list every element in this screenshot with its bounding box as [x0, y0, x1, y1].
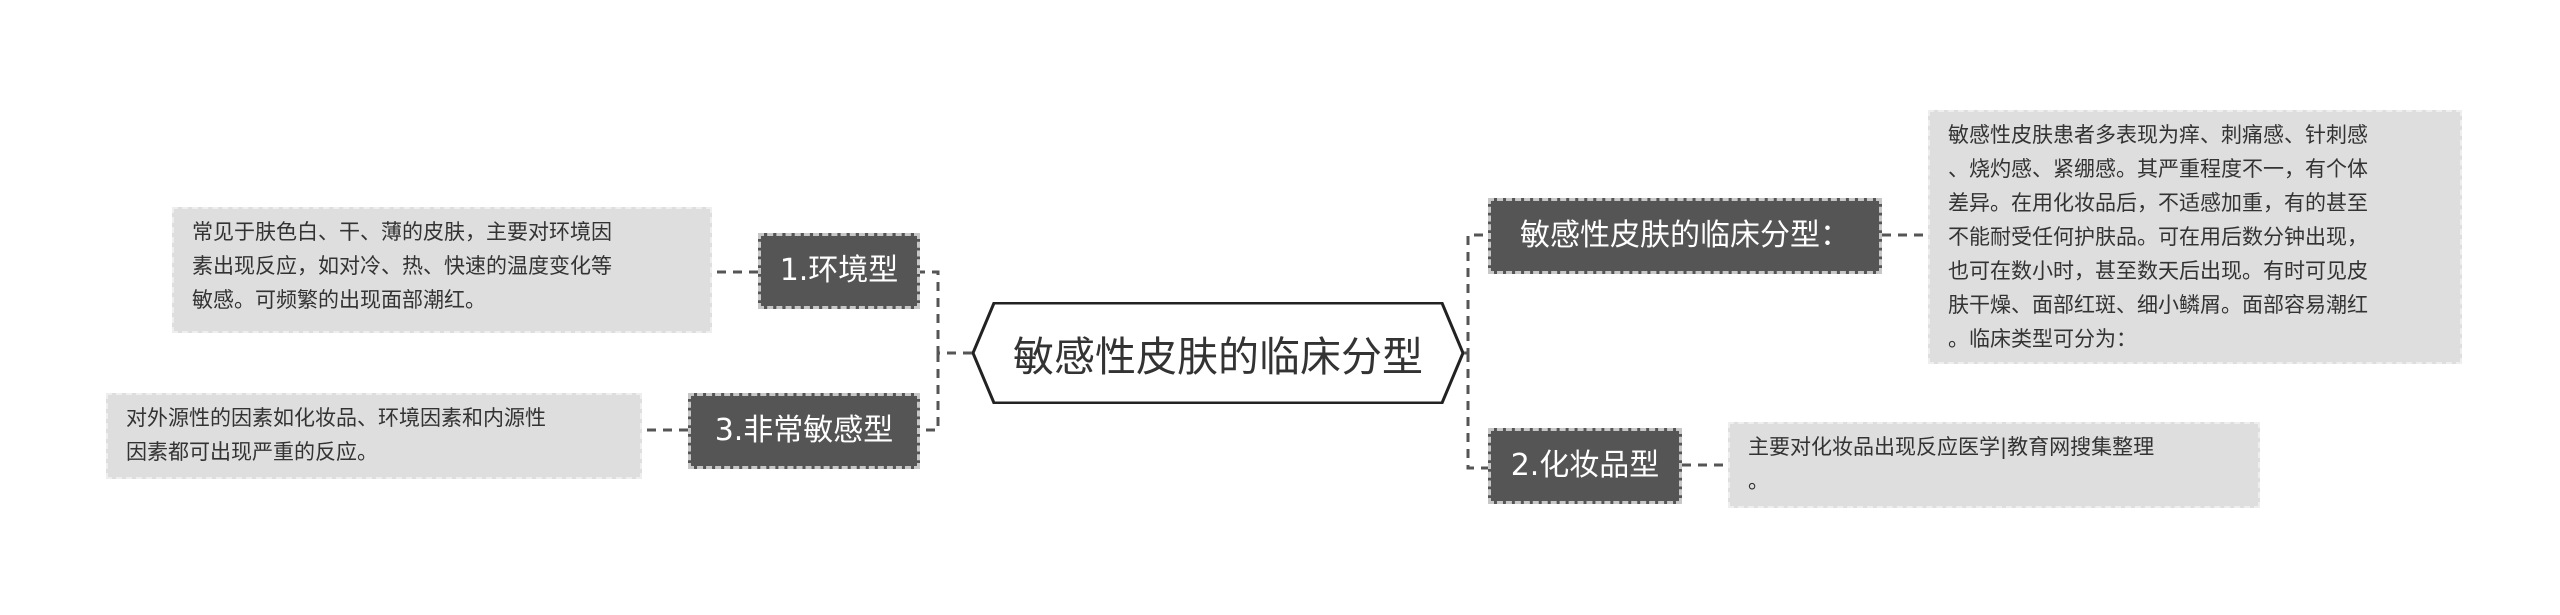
- leaf-environment-type[interactable]: 常见于肤色白、干、薄的皮肤，主要对环境因 素出现反应，如对冷、热、快速的温度变化…: [172, 207, 712, 333]
- leaf-clinical-line: 敏感性皮肤患者多表现为痒、刺痛感、针刺感: [1948, 123, 2368, 147]
- leaf-environment-line: 素出现反应，如对冷、热、快速的温度变化等: [192, 254, 612, 278]
- leaf-very-sensitive-line: 对外源性的因素如化妆品、环境因素和内源性: [126, 406, 546, 430]
- leaf-environment-line: 敏感。可频繁的出现面部潮红。: [192, 288, 486, 312]
- leaf-environment-line: 常见于肤色白、干、薄的皮肤，主要对环境因: [192, 220, 612, 244]
- connector-root-right-lower: [1466, 353, 1488, 470]
- branch-clinical-classification-label: 敏感性皮肤的临床分型：: [1520, 218, 1850, 253]
- root-label: 敏感性皮肤的临床分型: [1013, 333, 1423, 381]
- branch-clinical-classification[interactable]: 敏感性皮肤的临床分型：: [1488, 198, 1882, 274]
- connector-root-left-lower: [920, 353, 940, 432]
- branch-cosmetic-type[interactable]: 2.化妆品型: [1488, 428, 1682, 504]
- leaf-clinical-line: 也可在数小时，甚至数天后出现。有时可见皮: [1948, 259, 2368, 283]
- leaf-cosmetic-line: 。: [1748, 469, 1769, 493]
- branch-cosmetic-type-label: 2.化妆品型: [1510, 448, 1660, 483]
- leaf-clinical-line: 肤干燥、面部红斑、细小鳞屑。面部容易潮红: [1948, 293, 2368, 317]
- branch-very-sensitive-type-label: 3.非常敏感型: [714, 413, 894, 448]
- root-node[interactable]: 敏感性皮肤的临床分型: [972, 302, 1464, 404]
- root-hexagon-shape: [972, 302, 1464, 404]
- leaf-cosmetic-type[interactable]: 主要对化妆品出现反应医学|教育网搜集整理 。: [1728, 422, 2260, 508]
- leaf-clinical-classification[interactable]: 敏感性皮肤患者多表现为痒、刺痛感、针刺感 、烧灼感、紧绷感。其严重程度不一，有个…: [1928, 110, 2462, 364]
- leaf-clinical-line: 。临床类型可分为：: [1948, 327, 2137, 351]
- leaf-clinical-line: 不能耐受任何护肤品。可在用后数分钟出现，: [1948, 225, 2368, 249]
- connector-root-right-trunk: [1464, 233, 1488, 355]
- leaf-very-sensitive-type[interactable]: 对外源性的因素如化妆品、环境因素和内源性 因素都可出现严重的反应。: [106, 393, 642, 479]
- branch-very-sensitive-type[interactable]: 3.非常敏感型: [688, 393, 920, 469]
- branch-environment-type[interactable]: 1.环境型: [758, 233, 920, 309]
- leaf-cosmetic-line: 主要对化妆品出现反应医学|教育网搜集整理: [1748, 435, 2155, 459]
- connector-root-left-trunk: [920, 270, 972, 355]
- leaf-clinical-line: 、烧灼感、紧绷感。其严重程度不一，有个体: [1948, 157, 2368, 181]
- branch-environment-type-label: 1.环境型: [779, 253, 899, 288]
- leaf-clinical-line: 差异。在用化妆品后，不适感加重，有的甚至: [1948, 191, 2368, 215]
- leaf-very-sensitive-line: 因素都可出现严重的反应。: [126, 440, 378, 464]
